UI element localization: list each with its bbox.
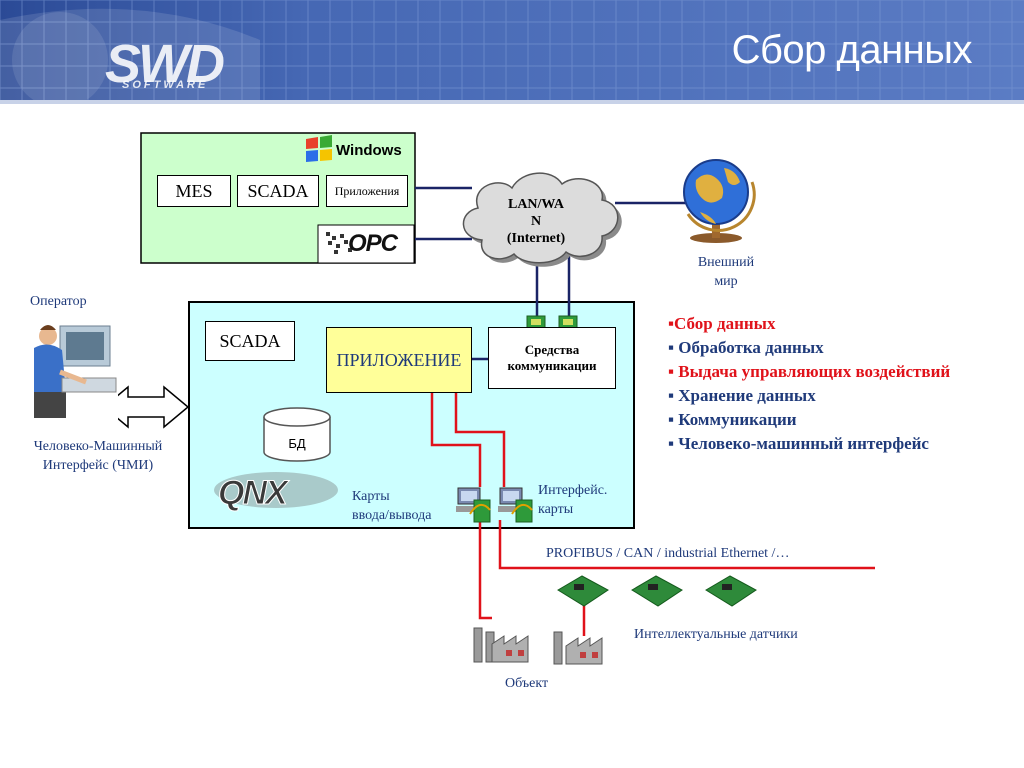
feature-item-communications: ▪ Коммуникации (668, 410, 797, 429)
windows-label: Windows (336, 142, 402, 159)
object-label: Объект (505, 676, 549, 691)
hmi-label-line1: Человеко-Машинный (33, 439, 163, 454)
feature-item-control: ▪ Выдача управляющих воздействий (668, 360, 950, 384)
opc-label: OPC (348, 230, 398, 257)
swd-logo: SWD (105, 34, 225, 94)
application-box[interactable]: ПРИЛОЖЕНИЕ (326, 327, 472, 393)
world-label-line1: Внешний (697, 255, 755, 270)
feature-item-storage: ▪ Хранение данных (668, 386, 816, 405)
qnx-logo-icon: QNX (214, 472, 338, 513)
hmi-label: Человеко-Машинный Интерфейс (ЧМИ) (10, 437, 186, 475)
smart-sensors-label: Интеллектуальные датчики (634, 627, 798, 642)
iface-label-line2: карты (538, 502, 574, 517)
feature-item-processing: ▪ Обработка данных (668, 338, 824, 357)
interface-card-icon (498, 487, 533, 523)
iface-label-line1: Интерфейс. (538, 483, 608, 498)
page-title: Сбор данных (731, 28, 973, 72)
io-links (430, 392, 875, 636)
interface-cards-label: Интерфейс. карты (538, 481, 607, 519)
io-label-line1: Карты (352, 489, 390, 504)
io-label-line2: ввода/вывода (352, 508, 432, 523)
factory-icon (473, 627, 603, 665)
io-card-icon (456, 487, 491, 523)
lan-cloud-icon (462, 172, 622, 267)
apps-box[interactable]: Приложения (326, 175, 408, 207)
scada-box-qnx[interactable]: SCADA (205, 321, 295, 361)
comm-label-line1: Средства (524, 342, 580, 357)
operator-label: Оператор (30, 294, 87, 309)
comm-label-line2: коммуникации (507, 358, 597, 373)
io-cards-label: Карты ввода/вывода (352, 487, 431, 525)
globe-icon (683, 159, 756, 243)
comm-chip-icon (526, 315, 578, 331)
lan-cloud-label: LAN/WA N (Internet) (486, 196, 586, 247)
database-icon (263, 407, 331, 462)
operator-icon (32, 318, 118, 420)
fieldbus-label: PROFIBUS / CAN / industrial Ethernet /… (546, 546, 790, 561)
lan-label-line2: N (530, 214, 542, 229)
world-label: Внешний мир (680, 253, 772, 291)
swd-logo-subtitle: SOFTWARE (122, 79, 209, 91)
feature-item-hmi: ▪ Человеко-машинный интерфейс (668, 434, 929, 453)
database-label: БД (288, 436, 306, 451)
slide-header (0, 0, 1024, 104)
hmi-label-line2: Интерфейс (ЧМИ) (42, 458, 154, 473)
header-background (0, 0, 1024, 104)
svg-text:QNX: QNX (218, 474, 290, 512)
feature-item-control-text: ▪ Выдача управляющих воздействий (668, 362, 951, 381)
comm-box[interactable]: Средства коммуникации (488, 327, 616, 389)
sensor-board-icon (557, 575, 757, 607)
lan-label-line1: LAN/WA (507, 197, 564, 212)
windows-logo-icon (306, 135, 332, 162)
mes-box[interactable]: MES (157, 175, 231, 207)
feature-list: ▪Сбор данных ▪ Обработка данных ▪ Выдача… (668, 312, 950, 456)
lan-label-line3: (Internet) (506, 231, 566, 246)
opc-logo-icon (317, 224, 415, 264)
world-label-line2: мир (714, 274, 738, 289)
scada-box-windows[interactable]: SCADA (237, 175, 319, 207)
network-links (415, 186, 690, 361)
feature-item-collection: ▪Сбор данных (668, 314, 776, 333)
hmi-double-arrow-icon (102, 385, 190, 429)
